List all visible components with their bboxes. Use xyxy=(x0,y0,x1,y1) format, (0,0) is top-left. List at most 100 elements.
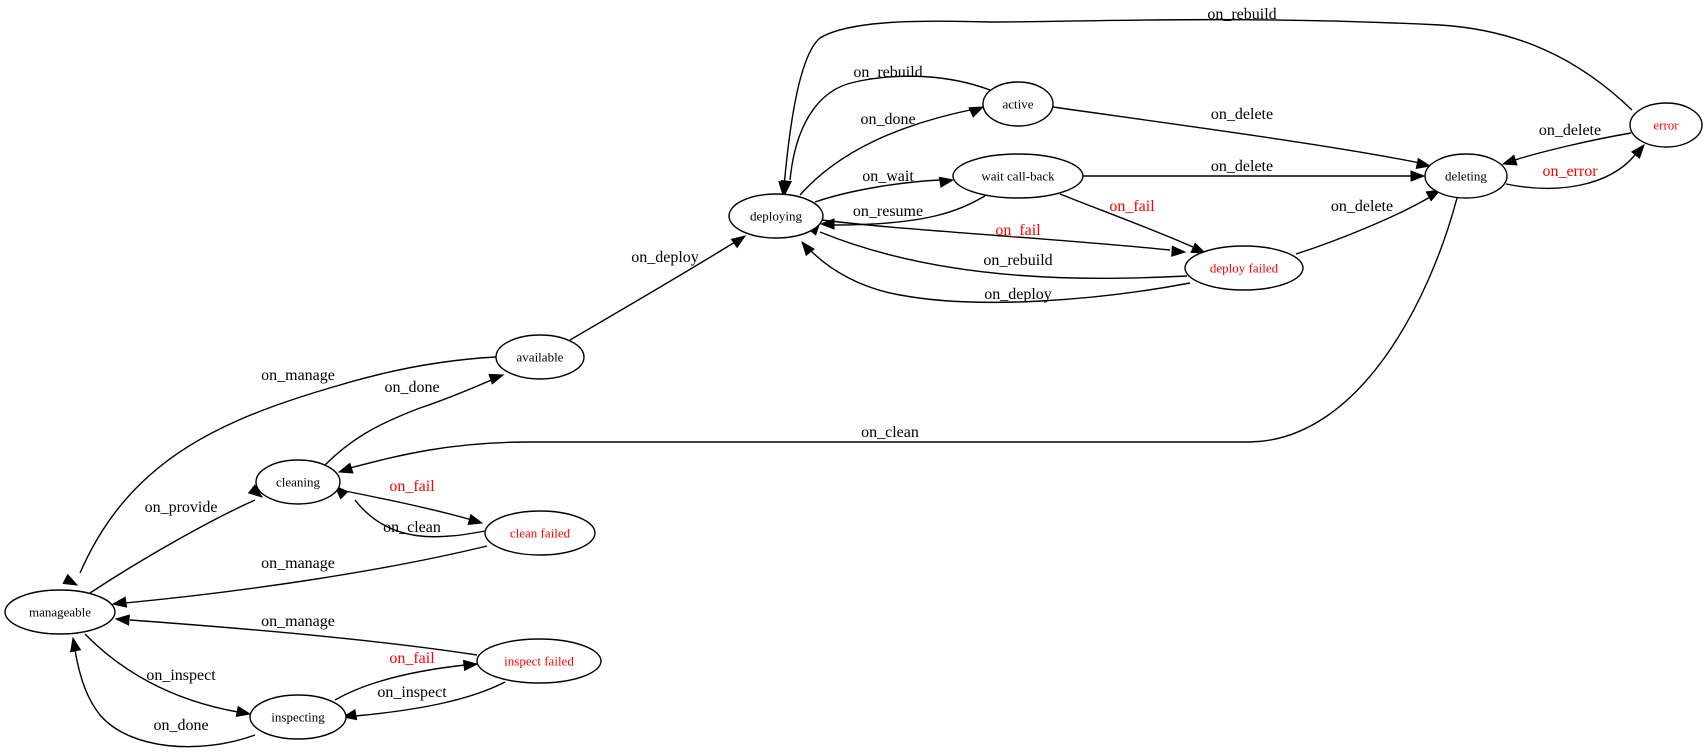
edge-line xyxy=(569,241,736,341)
edge-label: on_fail xyxy=(389,650,435,667)
edge-inspect_failed-to-manageable: on_manage xyxy=(114,613,478,656)
edge-line xyxy=(89,499,256,594)
state-label: clean failed xyxy=(510,526,571,541)
state-ellipse xyxy=(728,193,824,239)
arrowhead-icon xyxy=(801,240,815,257)
state-label: manageable xyxy=(29,605,91,620)
nodes-layer: manageable cleaning available clean failed i… xyxy=(4,81,1703,740)
arrowhead-icon xyxy=(467,513,484,525)
edge-line xyxy=(809,249,1191,304)
arrowhead-icon xyxy=(1410,170,1426,182)
arrowhead-icon xyxy=(62,573,79,586)
edge-wait_callback-to-deleting: on_delete xyxy=(1083,158,1426,182)
edge-wait_callback-to-deploy_failed: on_fail xyxy=(1059,193,1207,254)
state-label: wait call-back xyxy=(981,169,1055,184)
arrowhead-icon xyxy=(462,659,479,672)
arrowhead-icon xyxy=(114,614,130,626)
state-node-error: error xyxy=(1629,102,1703,148)
edge-label: on_manage xyxy=(261,367,335,384)
state-label: deploying xyxy=(750,209,802,224)
edge-wait_callback-to-deploying: on_resume xyxy=(819,195,986,230)
edge-cleaning-to-available: on_done xyxy=(324,373,505,466)
state-label: cleaning xyxy=(276,475,321,490)
state-ellipse xyxy=(484,510,596,556)
arrowhead-icon xyxy=(235,705,252,718)
arrowhead-icon xyxy=(1630,143,1645,160)
arrowhead-icon xyxy=(337,462,354,474)
edge-line xyxy=(1052,106,1421,164)
edge-available-to-deploying: on_deploy xyxy=(569,235,747,341)
edge-inspecting-to-manageable: on_done xyxy=(70,636,256,748)
edge-deploy_failed-to-deleting: on_delete xyxy=(1295,189,1442,255)
state-ellipse xyxy=(476,638,602,684)
edge-label: on_error xyxy=(1542,163,1598,180)
state-ellipse xyxy=(4,589,116,635)
arrowhead-icon xyxy=(111,596,128,608)
arrowhead-icon xyxy=(938,176,955,188)
state-label: deploy failed xyxy=(1210,261,1279,276)
edge-label: on_inspect xyxy=(377,684,447,701)
edge-deploying-to-deploy_failed: on_fail xyxy=(821,219,1187,257)
edge-line xyxy=(783,18,1633,188)
state-node-deploy-failed: deploy failed xyxy=(1184,245,1304,291)
state-label: active xyxy=(1002,97,1033,112)
state-ellipse xyxy=(255,459,341,505)
arrowhead-icon xyxy=(1171,245,1187,257)
edge-line xyxy=(354,681,506,717)
edge-manageable-to-cleaning: on_provide xyxy=(89,484,264,594)
edge-label: on_done xyxy=(384,379,439,396)
edge-label: on_rebuild xyxy=(983,252,1052,269)
edge-label: on_rebuild xyxy=(1207,6,1276,23)
state-label: inspect failed xyxy=(504,654,574,669)
state-ellipse xyxy=(495,334,585,380)
state-ellipse xyxy=(1184,245,1304,291)
edge-deploying-to-wait_callback: on_wait xyxy=(814,168,955,203)
edge-label: on_delete xyxy=(1331,198,1393,215)
edge-line xyxy=(84,633,239,713)
arrowhead-icon xyxy=(1425,189,1442,202)
edge-line xyxy=(1295,196,1431,255)
edge-label: on_clean xyxy=(383,519,441,536)
state-label: inspecting xyxy=(271,710,325,725)
edge-label: on_rebuild xyxy=(853,64,922,81)
edge-cleaning-to-clean_failed: on_fail xyxy=(339,478,484,525)
edge-error-to-deploying: on_rebuild xyxy=(778,6,1633,197)
edge-line xyxy=(79,356,497,574)
edge-label: on_delete xyxy=(1211,106,1273,123)
edge-line xyxy=(334,664,466,701)
arrowhead-icon xyxy=(1190,242,1207,254)
edge-line xyxy=(349,197,1458,469)
edge-label: on_clean xyxy=(861,424,919,441)
edge-inspect_failed-to-inspecting: on_inspect xyxy=(341,681,506,721)
state-label: error xyxy=(1653,118,1679,133)
state-node-wait-callback: wait call-back xyxy=(952,153,1084,199)
edge-line xyxy=(129,619,478,656)
edge-label: on_done xyxy=(153,717,208,734)
arrowhead-icon xyxy=(1415,157,1432,169)
state-ellipse xyxy=(1629,102,1703,148)
edge-available-to-manageable: on_manage xyxy=(62,356,497,586)
state-node-available: available xyxy=(495,334,585,380)
arrowhead-icon xyxy=(488,373,505,385)
edge-label: on_fail xyxy=(1109,198,1155,215)
edge-deleting-to-error: on_error xyxy=(1505,143,1645,189)
edge-label: on_fail xyxy=(995,222,1041,239)
edge-label: on_fail xyxy=(389,478,435,495)
state-node-deleting: deleting xyxy=(1424,153,1508,199)
edge-label: on_deploy xyxy=(984,286,1052,303)
edge-label: on_manage xyxy=(261,613,335,630)
edge-clean_failed-to-manageable: on_manage xyxy=(111,545,488,608)
edge-error-to-deleting: on_delete xyxy=(1501,122,1632,166)
arrowhead-icon xyxy=(778,181,790,197)
state-ellipse xyxy=(952,153,1084,199)
edge-label: on_manage xyxy=(261,555,335,572)
edge-line xyxy=(1505,154,1636,189)
edge-label: on_delete xyxy=(1211,158,1273,175)
state-node-inspect-failed: inspect failed xyxy=(476,638,602,684)
edge-line xyxy=(814,179,941,203)
state-node-cleaning: cleaning xyxy=(255,459,341,505)
edge-manageable-to-inspecting: on_inspect xyxy=(84,633,252,718)
edge-active-to-deleting: on_delete xyxy=(1052,106,1432,169)
edge-line xyxy=(339,489,473,521)
